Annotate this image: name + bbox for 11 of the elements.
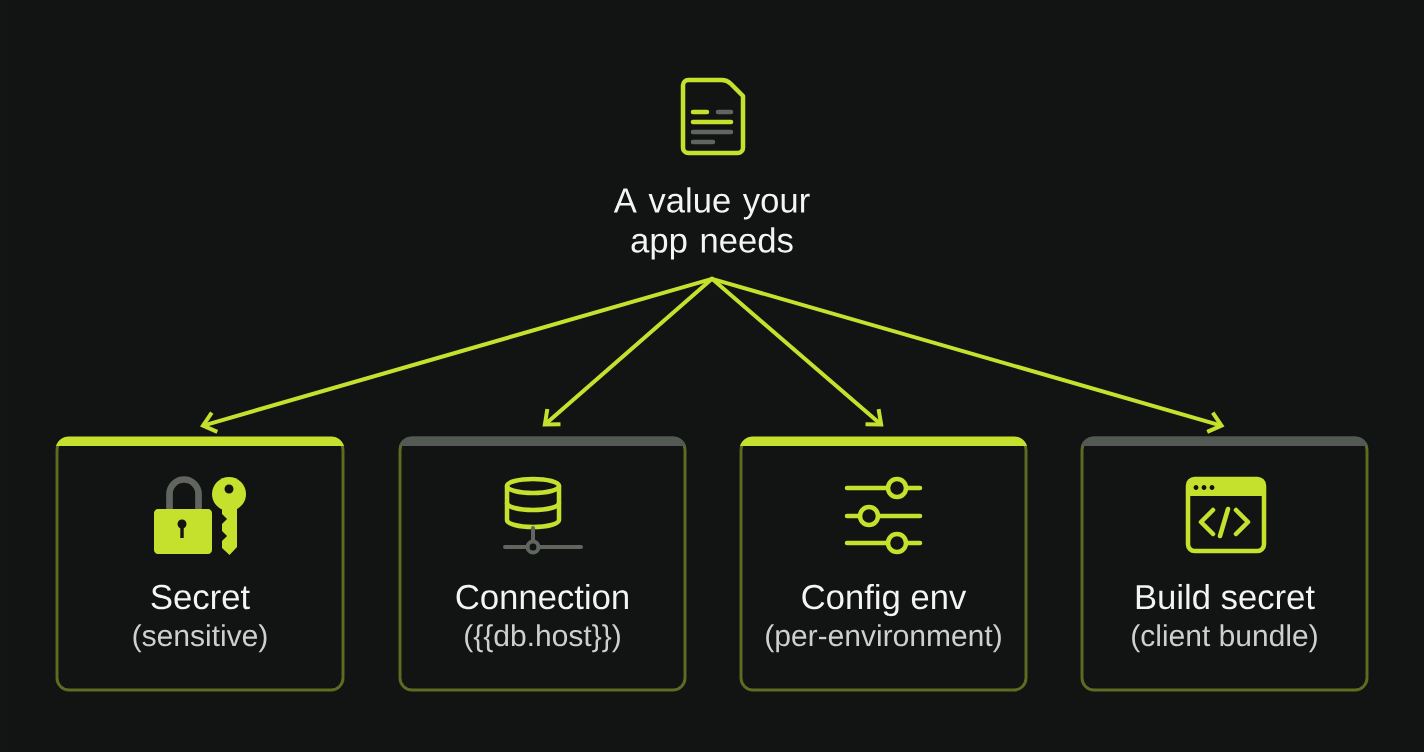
card-title: Build secret	[1136, 583, 1315, 610]
node-label: A value your app needs	[613, 187, 810, 260]
card-title: Config env	[802, 583, 967, 617]
card-subtitle: (per-environment)	[766, 624, 1001, 653]
arrow	[542, 276, 714, 427]
arrow	[710, 276, 1225, 434]
card-subtitle: (sensitive)	[133, 624, 267, 653]
card-subtitle: ({{db.host}})	[465, 624, 620, 653]
card-title: Secret	[151, 584, 250, 610]
card-subtitle: (client bundle)	[1132, 624, 1317, 653]
card-title: Connection	[456, 583, 628, 610]
